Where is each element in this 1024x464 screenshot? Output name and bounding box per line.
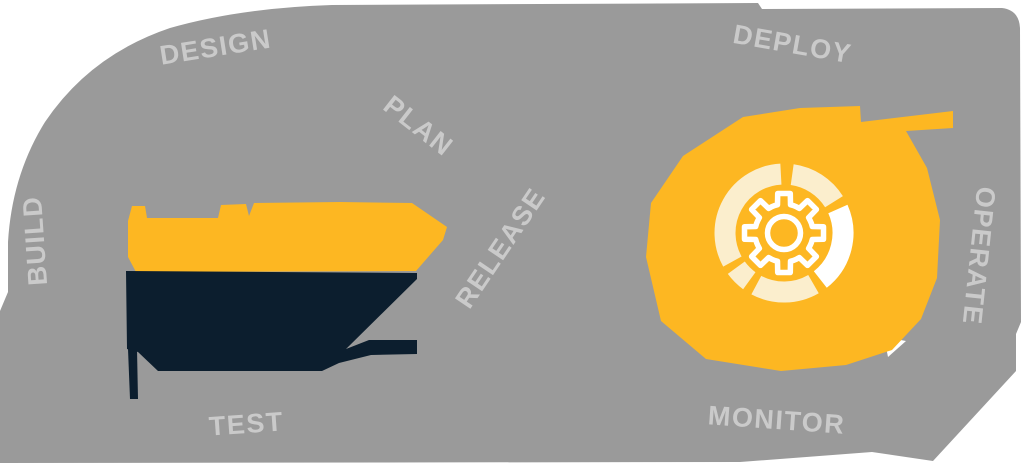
gear-outline	[741, 190, 827, 276]
ring-segment	[714, 163, 782, 267]
logo-descender	[128, 349, 138, 399]
stage-label-build: BUILD	[17, 195, 53, 287]
gear-hole	[764, 213, 804, 253]
logo-word-top	[128, 202, 447, 272]
stage-label-test: TEST	[208, 406, 285, 441]
logo-word-bottom	[126, 271, 417, 371]
ring-segment	[727, 261, 756, 290]
ring-segment	[751, 274, 819, 303]
segmented-ring-icon	[714, 163, 854, 303]
ring-segment	[790, 164, 843, 208]
ring-segment	[813, 204, 854, 288]
gear-icon	[741, 190, 827, 276]
logo-wordmark	[126, 202, 447, 399]
